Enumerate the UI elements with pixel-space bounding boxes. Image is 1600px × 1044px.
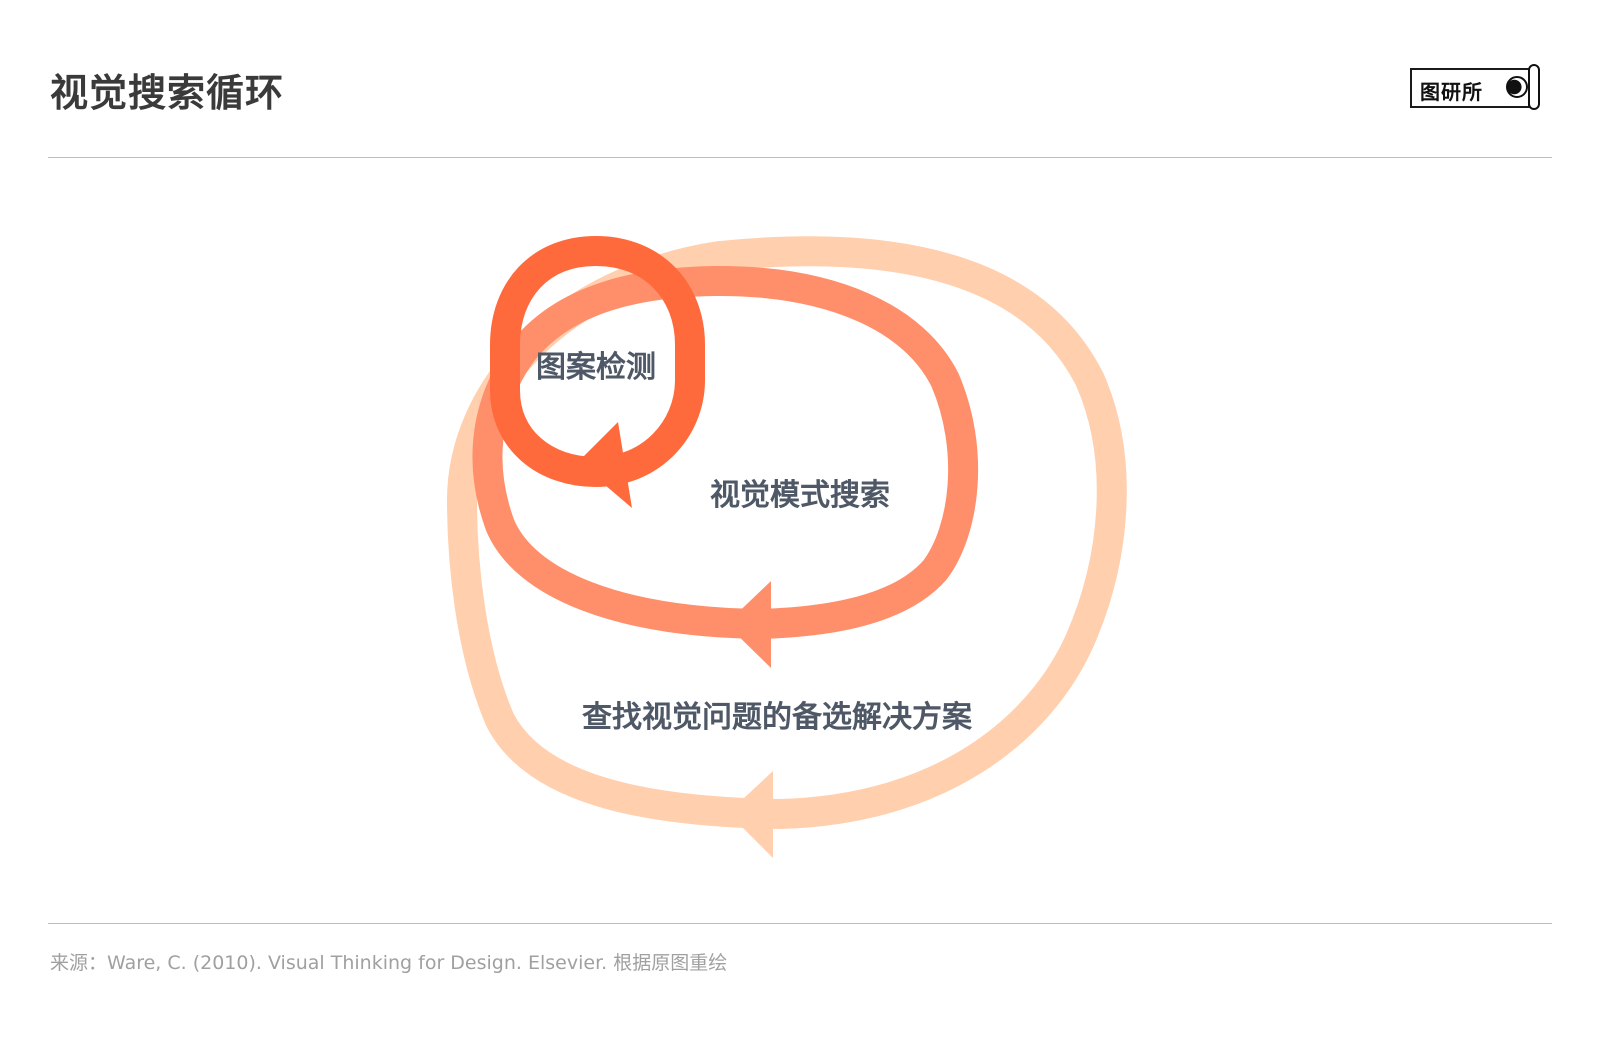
- middle-loop-arrowhead: [726, 581, 771, 668]
- outer-loop-arrowhead: [728, 771, 773, 858]
- page-title: 视觉搜索循环: [50, 71, 285, 115]
- logo-scroll-icon: [1528, 64, 1540, 110]
- source-citation: 来源：Ware, C. (2010). Visual Thinking for …: [50, 952, 728, 974]
- loop-label-visual-pattern-search: 视觉模式搜索: [710, 478, 890, 513]
- inner-loop-arrowhead: [578, 422, 632, 508]
- outer-loop-path: [447, 236, 1127, 829]
- loop-label-pattern-detection: 图案检测: [536, 350, 656, 385]
- logo-text: 图研所: [1420, 80, 1483, 104]
- header-divider: [48, 157, 1552, 158]
- brand-logo: 图研所: [1410, 64, 1546, 112]
- loop-label-alternative-solutions: 查找视觉问题的备选解决方案: [582, 700, 972, 735]
- footer-divider: [48, 923, 1552, 924]
- logo-eye-icon: [1506, 76, 1528, 98]
- middle-loop-path: [472, 265, 979, 639]
